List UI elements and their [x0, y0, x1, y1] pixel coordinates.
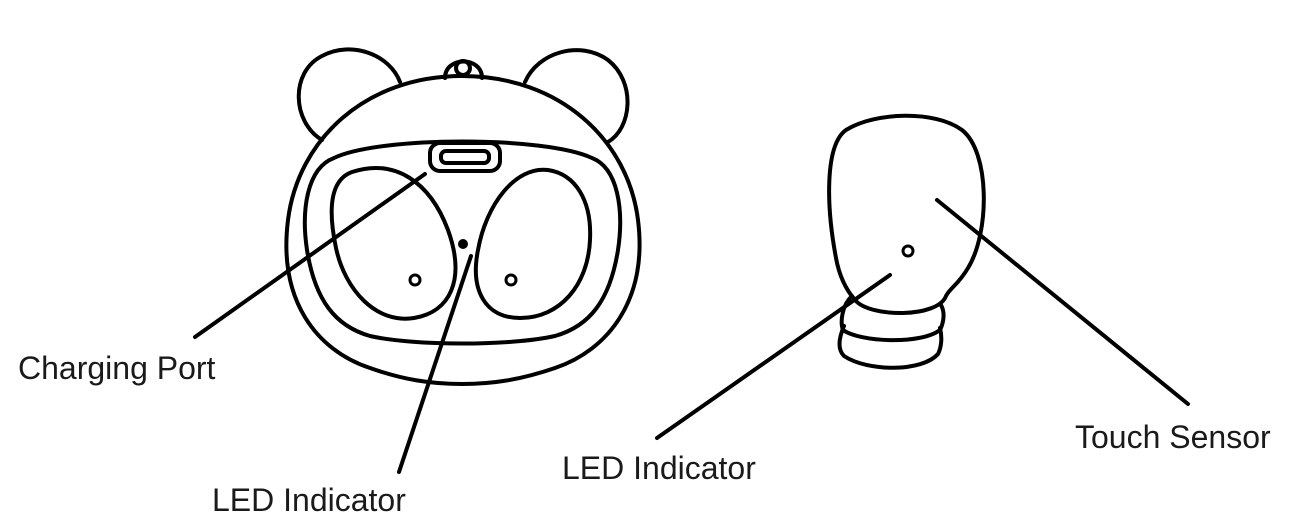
case-left-ear — [296, 47, 402, 142]
leader-led-case — [397, 254, 473, 474]
charging-port-label: Charging Port — [18, 350, 216, 386]
touch-sensor-label: Touch Sensor — [1075, 419, 1271, 455]
leader-touch-sensor — [935, 198, 1190, 406]
earbud-led-indicator — [901, 244, 915, 258]
case-right-earbud-slot — [473, 167, 593, 320]
leader-lines — [193, 172, 1190, 474]
earbud-nozzle — [839, 294, 946, 343]
case-right-slot-contact — [504, 273, 518, 287]
case-left-earbud-slot — [329, 166, 458, 321]
earbud-body — [827, 113, 986, 316]
case-right-ear — [523, 48, 630, 144]
charging-case — [284, 47, 642, 386]
earbud — [827, 113, 986, 370]
case-led-indicator-label: LED Indicator — [212, 482, 406, 518]
earbud-ear-tip — [837, 324, 944, 370]
charging-port-inner — [439, 149, 491, 165]
leader-led-earbud — [655, 273, 892, 440]
case-led-indicator — [458, 239, 468, 249]
charging-port-outer — [428, 141, 502, 173]
case-left-slot-contact — [408, 273, 422, 287]
case-outer-body — [284, 74, 642, 386]
leader-charging-port — [193, 172, 427, 339]
earbud-led-indicator-label: LED Indicator — [562, 450, 756, 486]
